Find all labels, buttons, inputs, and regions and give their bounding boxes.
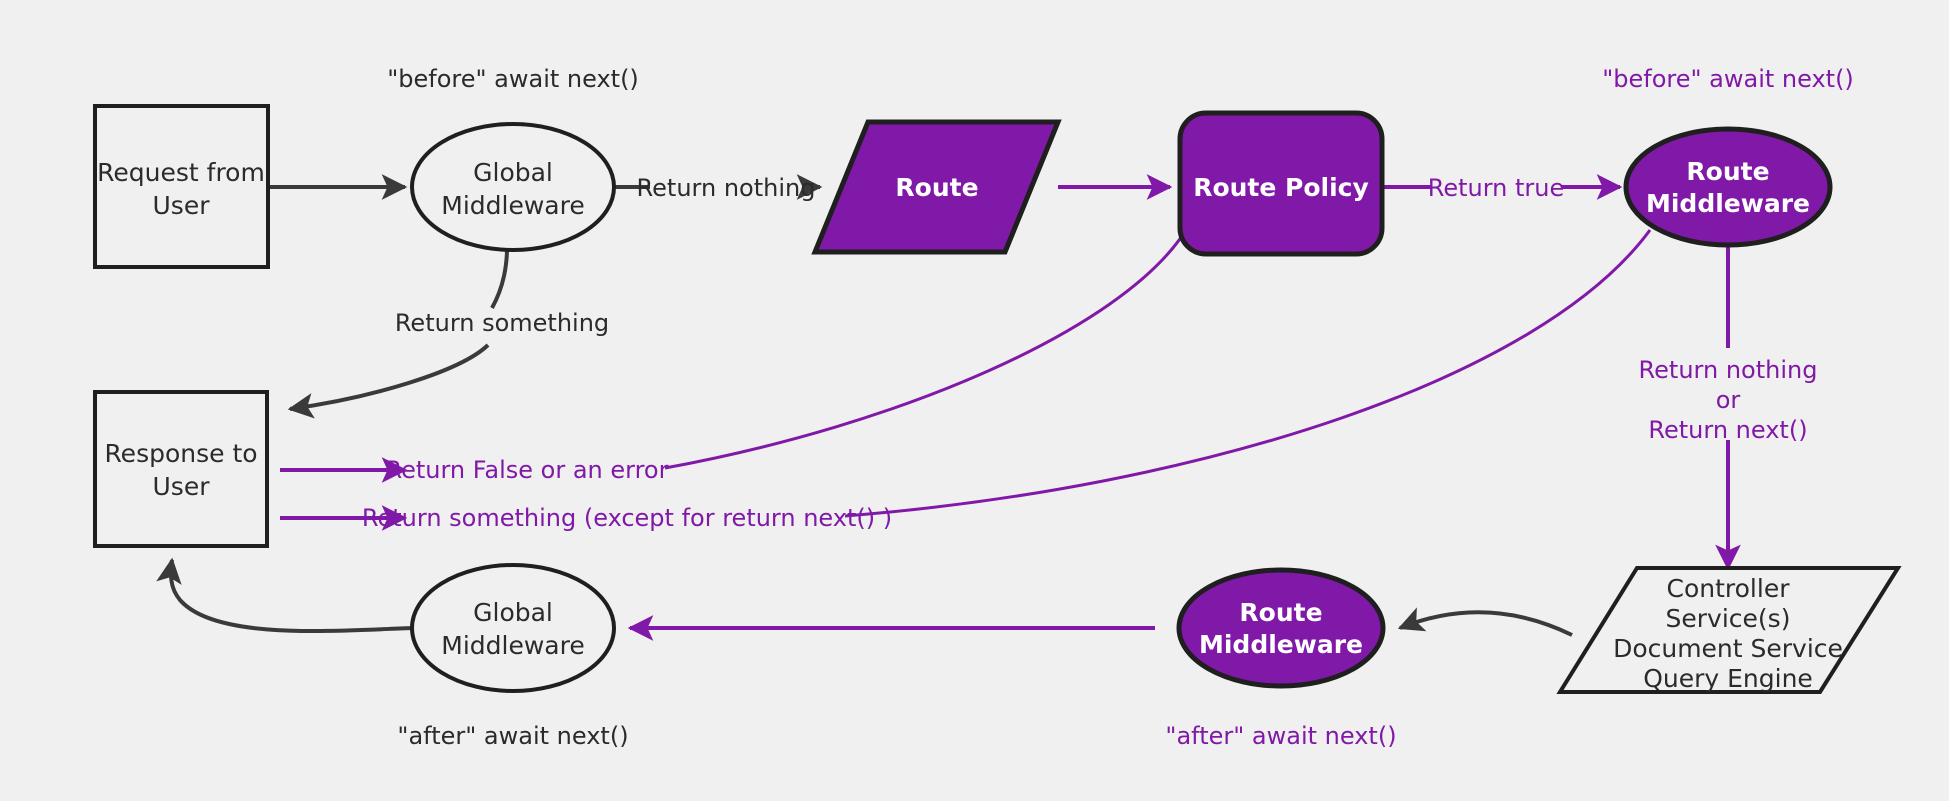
- annotation-before-await-next-route: "before" await next(): [1602, 65, 1854, 93]
- edge-label-return-something: Return something: [395, 309, 609, 337]
- node-label-line4: Query Engine: [1643, 664, 1813, 693]
- node-label-line2: Middleware: [1199, 630, 1363, 659]
- node-label-line3: Document Service: [1613, 634, 1843, 663]
- node-shape: [93, 104, 270, 269]
- node-label-line1: Route: [1686, 157, 1769, 186]
- node-shape: [1177, 110, 1385, 257]
- node-route[interactable]: Route: [811, 119, 1062, 255]
- node-label-line2: Middleware: [1646, 189, 1810, 218]
- node-shape: [1556, 566, 1902, 694]
- node-label-line2: Middleware: [441, 631, 584, 660]
- node-controller-services[interactable]: Controller Service(s) Document Service Q…: [1556, 566, 1902, 694]
- node-shape: [410, 563, 616, 693]
- edge-global-middleware-bottom-to-response: [156, 557, 413, 634]
- node-label: Route: [895, 173, 978, 202]
- node-shape: [811, 119, 1062, 255]
- node-global-middleware-top[interactable]: Global Middleware: [410, 122, 616, 252]
- node-label-line1: Global: [473, 598, 553, 627]
- edge-route-middleware-to-response-something: Return something (except for return next…: [280, 229, 1652, 532]
- node-label: Route Policy: [1193, 173, 1369, 202]
- edge-curve-lower: [287, 343, 490, 419]
- edge-curve: [156, 557, 413, 634]
- node-label-line2: Middleware: [441, 191, 584, 220]
- node-shape: [1623, 126, 1833, 248]
- node-request-from-user[interactable]: Request from User: [93, 104, 270, 269]
- edge-label-return-something-except-next: Return something (except for return next…: [362, 504, 892, 532]
- node-label-line1: Controller: [1667, 574, 1791, 603]
- edge-global-middleware-to-route: Return nothing: [614, 174, 823, 202]
- edge-label-return-false-or-error: Return False or an error: [386, 456, 669, 484]
- node-global-middleware-bottom[interactable]: Global Middleware: [410, 563, 616, 693]
- node-response-to-user[interactable]: Response to User: [93, 390, 269, 548]
- node-label-line2: User: [153, 472, 211, 501]
- edge-label-or: or: [1716, 386, 1741, 414]
- node-shape: [93, 390, 269, 548]
- edge-label-return-next: Return next(): [1648, 416, 1807, 444]
- node-route-middleware-top[interactable]: Route Middleware: [1623, 126, 1833, 248]
- edge-curve: [844, 229, 1652, 518]
- edge-controller-to-route-middleware-bottom: [1397, 607, 1573, 637]
- node-route-middleware-bottom[interactable]: Route Middleware: [1176, 567, 1386, 689]
- edge-curve: [664, 232, 1186, 470]
- edge-label-return-nothing: Return nothing: [1639, 356, 1818, 384]
- annotation-before-await-next-global: "before" await next(): [387, 65, 639, 93]
- edge-route-policy-to-route-middleware: Return true: [1382, 174, 1623, 202]
- edge-global-middleware-to-response: Return something: [287, 237, 609, 419]
- node-route-policy[interactable]: Route Policy: [1177, 110, 1385, 257]
- edge-label-return-true: Return true: [1428, 174, 1565, 202]
- edge-route-middleware-to-controller: Return nothing or Return next(): [1639, 243, 1818, 571]
- node-label-line2: User: [153, 191, 211, 220]
- node-label-line2: Service(s): [1666, 604, 1791, 633]
- node-label-line1: Global: [473, 158, 553, 187]
- edge-curve: [1397, 607, 1573, 637]
- edge-route-policy-to-response-false: Return False or an error: [280, 232, 1186, 484]
- edge-label-return-nothing: Return nothing: [637, 174, 816, 202]
- node-label-line1: Request from: [97, 158, 265, 187]
- annotation-after-await-next-global: "after" await next(): [397, 722, 628, 750]
- node-label-line1: Response to: [104, 439, 257, 468]
- node-shape: [410, 122, 616, 252]
- node-shape: [1176, 567, 1386, 689]
- node-label-line1: Route: [1239, 598, 1322, 627]
- annotation-after-await-next-route: "after" await next(): [1165, 722, 1396, 750]
